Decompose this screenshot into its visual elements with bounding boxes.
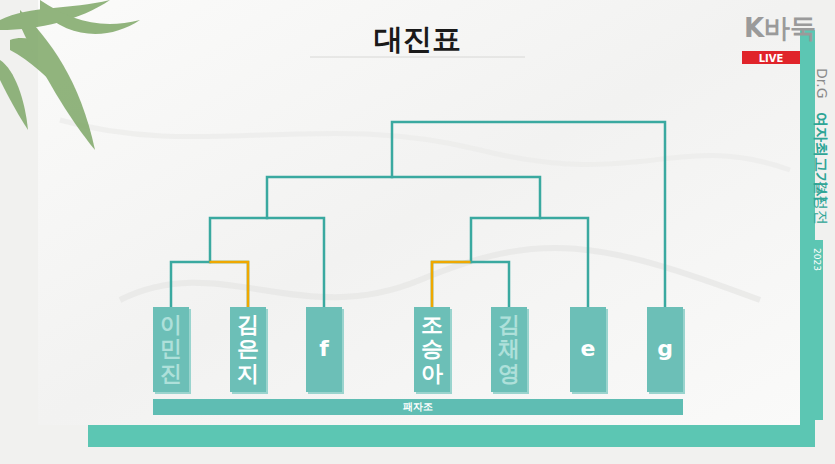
live-badge	[742, 51, 800, 64]
player-name: 김채영	[498, 313, 520, 386]
event-title: 결정전	[813, 180, 830, 225]
player-tile: 조승아	[414, 307, 450, 392]
title: 대진표	[0, 20, 835, 60]
player-name: 김은지	[237, 313, 259, 386]
player-tile: 김채영	[491, 307, 527, 392]
live-badge-text: LIVE	[742, 52, 800, 65]
band-label: 패자조	[403, 402, 433, 412]
palm-leaves	[0, 0, 140, 150]
player-name: g	[654, 337, 676, 361]
side-bar	[809, 240, 823, 420]
title-rule	[310, 57, 525, 58]
winner-highlight	[432, 262, 471, 307]
main-panel	[38, 0, 800, 425]
player-name: f	[313, 337, 335, 361]
player-name: 조승아	[421, 313, 443, 386]
player-name: e	[577, 337, 599, 361]
bracket-line	[392, 122, 665, 307]
player-tile: e	[570, 307, 606, 392]
marble-vein	[60, 120, 790, 170]
group-band: 패자조	[153, 399, 683, 415]
player-tile: 이민진	[153, 307, 189, 392]
bracket-line	[210, 218, 324, 307]
bracket-connector	[171, 262, 248, 307]
logo: K바둑	[744, 14, 816, 43]
player-tile: 김은지	[230, 307, 266, 392]
bracket-line	[267, 177, 540, 218]
player-name: 이민진	[160, 313, 182, 386]
winner-highlight	[210, 262, 249, 307]
player-tile: g	[647, 307, 683, 392]
bracket-lines	[210, 122, 665, 307]
brand-name: Dr.G	[814, 68, 829, 99]
bracket-connector	[432, 262, 509, 307]
player-tile: f	[306, 307, 342, 392]
year: 2023	[811, 248, 821, 271]
